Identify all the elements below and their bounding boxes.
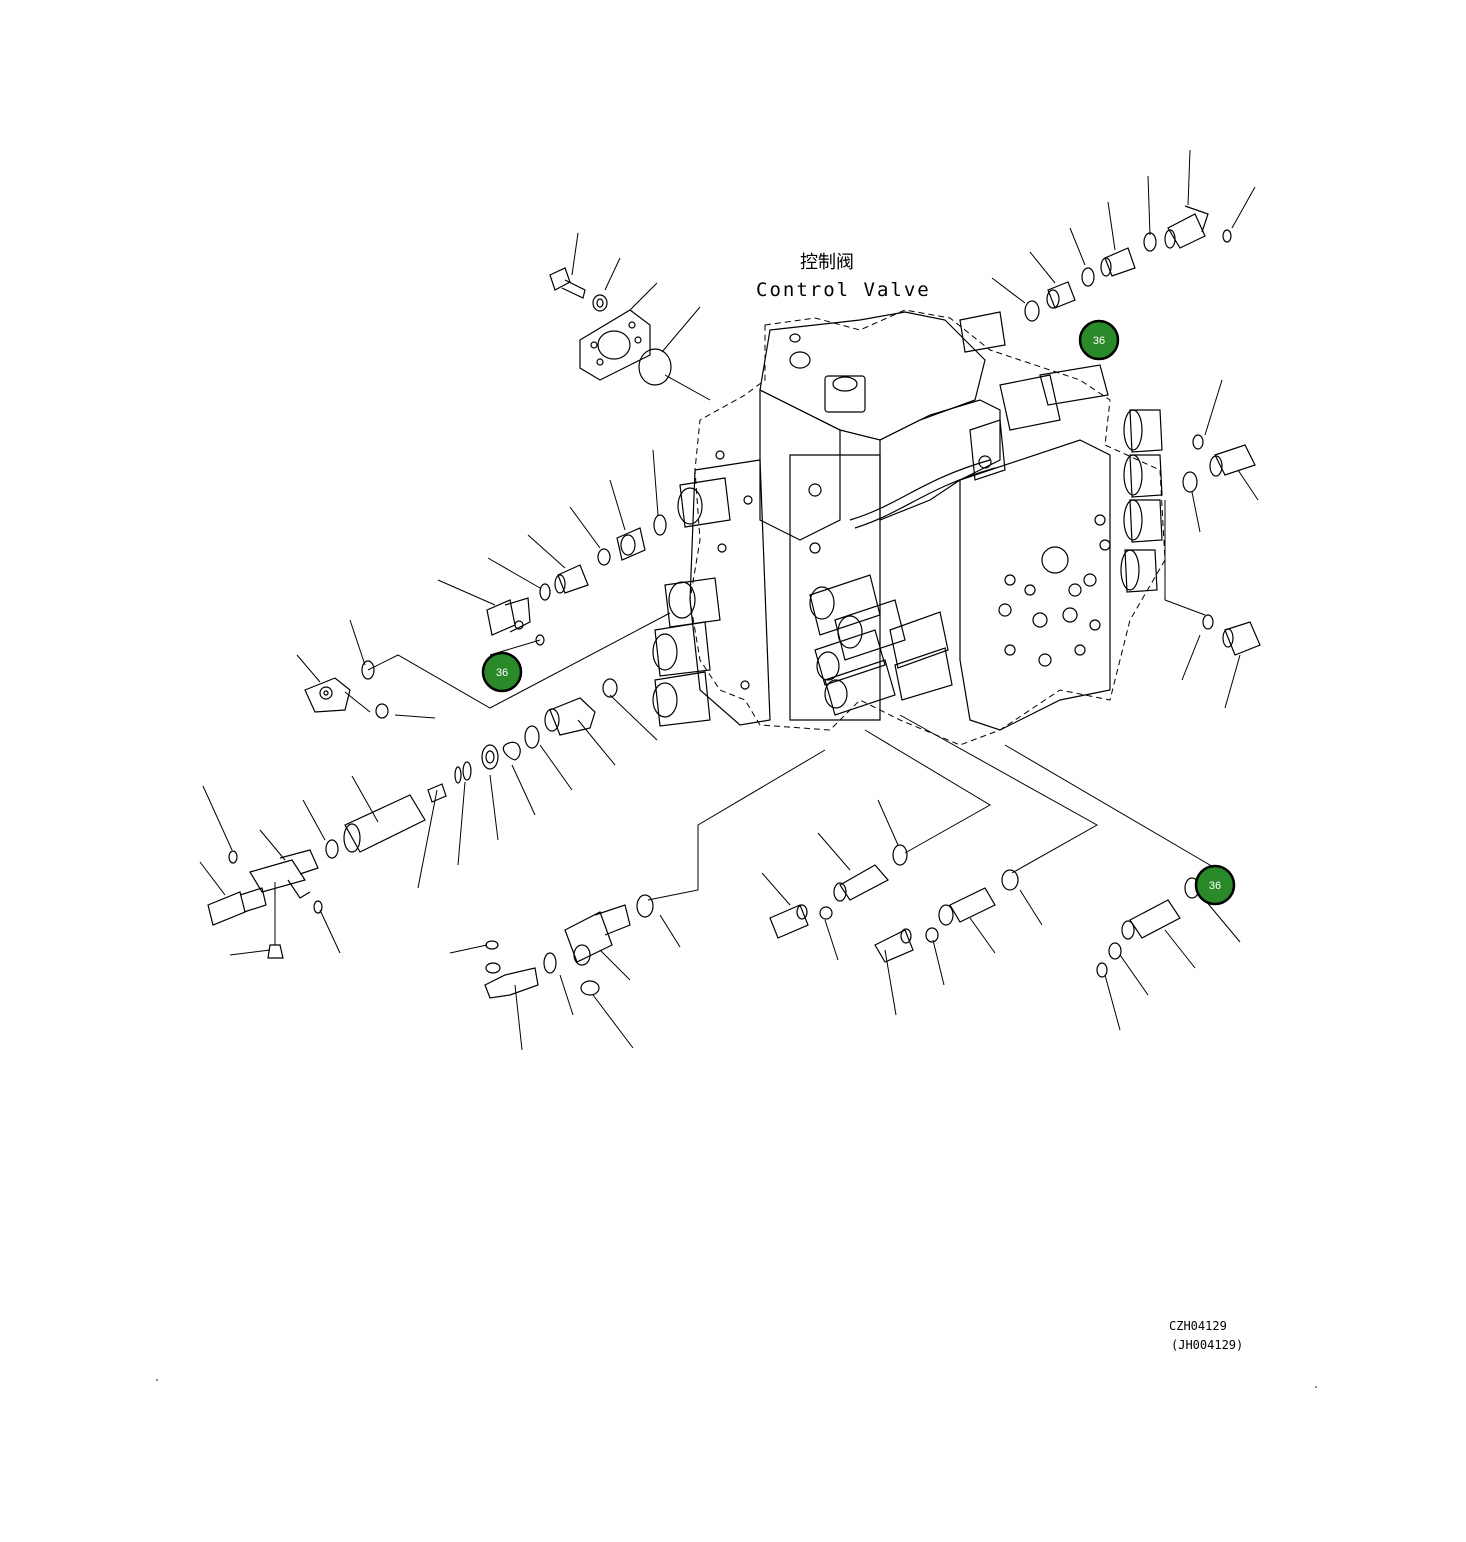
connector-part	[1121, 899, 1181, 940]
poppet-part	[427, 783, 447, 803]
grease-fitting-part	[267, 944, 284, 959]
plug-part	[616, 527, 646, 561]
o-ring-part	[361, 660, 375, 680]
plug-part	[874, 928, 914, 963]
o-ring-part	[597, 548, 611, 566]
o-ring-part	[925, 927, 939, 943]
washer-part	[481, 744, 499, 770]
callout-number: 36	[496, 667, 508, 679]
callout-number: 36	[1209, 880, 1221, 892]
o-ring-part	[375, 703, 389, 719]
plug-part	[1222, 621, 1261, 656]
o-ring-part	[539, 583, 551, 601]
callout-number: 36	[1093, 335, 1105, 347]
connector-part	[554, 564, 589, 594]
elbow-fitting-part	[1209, 444, 1256, 477]
hex-body-part	[343, 794, 426, 853]
o-ring-part	[485, 940, 499, 950]
tee-fitting-part	[249, 849, 319, 899]
washer-part	[592, 294, 608, 312]
o-ring-part	[1143, 232, 1157, 252]
o-ring-part	[228, 850, 238, 864]
drawing-code-alt: (JH004129)	[1171, 1338, 1244, 1352]
o-ring-part	[602, 678, 618, 698]
control-valve-body	[652, 309, 1166, 746]
assembly-title-chinese: 控制阀	[800, 252, 854, 273]
connector-part	[1100, 247, 1136, 277]
split-flange-part	[579, 309, 651, 381]
elbow-fitting-part	[1164, 205, 1209, 249]
connector-part	[833, 864, 889, 902]
o-ring-part	[653, 514, 667, 536]
drawing-code: CZH04129	[1169, 1319, 1227, 1333]
plug-part	[1046, 281, 1076, 309]
o-ring-part	[325, 839, 339, 859]
elbow-fitting-part	[564, 904, 631, 966]
pressure-sensor-part	[207, 887, 267, 926]
o-ring-part	[1182, 471, 1198, 493]
o-ring-part	[1096, 962, 1108, 978]
o-ring-part	[1222, 229, 1232, 243]
connector-part	[544, 697, 596, 736]
backup-ring-part	[462, 761, 472, 781]
plug-part	[769, 904, 809, 939]
o-ring-part	[313, 900, 323, 914]
o-ring-part	[580, 980, 600, 996]
callout-badge[interactable]: 36	[481, 651, 523, 693]
elbow-fitting-part	[484, 962, 539, 999]
snap-ring-part	[502, 741, 521, 761]
elbow-fitting-part	[304, 677, 351, 713]
o-ring-part	[892, 844, 908, 866]
elbow-fitting-part	[486, 597, 531, 636]
o-ring-part	[1024, 300, 1040, 322]
callout-badge[interactable]: 36	[1078, 319, 1120, 361]
o-ring-large	[638, 348, 672, 386]
o-ring-part	[1108, 942, 1122, 960]
connector-part	[938, 887, 996, 926]
o-ring-part	[636, 894, 654, 918]
leader-lines	[199, 149, 1259, 1051]
bolt-part	[549, 267, 586, 299]
o-ring-part	[819, 906, 833, 920]
assembly-title-english: Control Valve	[756, 279, 931, 301]
o-ring-part	[535, 634, 545, 646]
callout-badge[interactable]: 36	[1194, 864, 1236, 906]
o-ring-part	[1001, 869, 1019, 891]
o-ring-part	[543, 952, 557, 974]
o-ring-part	[1192, 434, 1204, 450]
o-ring-part	[1202, 614, 1214, 630]
o-ring-part	[524, 725, 540, 749]
o-ring-part	[1081, 267, 1095, 287]
